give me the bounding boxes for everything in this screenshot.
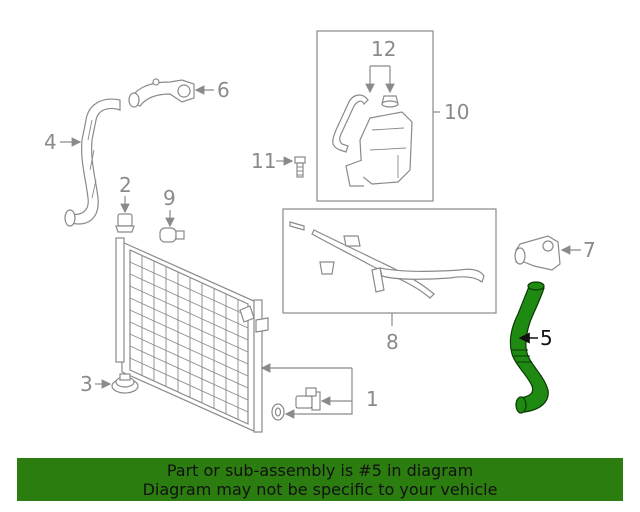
reservoir-hose xyxy=(332,94,369,153)
drain-plug xyxy=(115,213,135,233)
callout-1: 1 xyxy=(366,387,379,411)
coolant-reservoir xyxy=(345,95,413,187)
callout-8: 8 xyxy=(386,330,399,354)
notice-banner: Part or sub-assembly is #5 in diagram Di… xyxy=(17,458,623,501)
callout-3: 3 xyxy=(80,372,93,396)
callout-2: 2 xyxy=(119,173,132,197)
bolt xyxy=(294,156,306,178)
callout-11: 11 xyxy=(251,149,276,173)
drain-cock xyxy=(271,387,321,421)
lower-radiator-hose-highlighted xyxy=(509,281,549,414)
upper-radiator-hose xyxy=(64,98,121,227)
banner-line-2: Diagram may not be specific to your vehi… xyxy=(142,480,498,499)
banner-line-1: Part or sub-assembly is #5 in diagram xyxy=(166,461,474,480)
callout-9: 9 xyxy=(163,186,176,210)
callout-7: 7 xyxy=(583,238,596,262)
bypass-pipe xyxy=(289,221,485,299)
bypass-pipe-box xyxy=(282,208,497,314)
callout-4: 4 xyxy=(44,130,57,154)
radiator-cap xyxy=(111,373,139,394)
callout-6: 6 xyxy=(217,78,230,102)
radiator xyxy=(115,237,269,433)
callout-12: 12 xyxy=(371,37,396,61)
sensor xyxy=(159,227,185,243)
water-inlet xyxy=(128,78,195,108)
callout-5: 5 xyxy=(540,326,553,350)
callout-10: 10 xyxy=(444,100,469,124)
thermostat-housing xyxy=(514,235,561,271)
